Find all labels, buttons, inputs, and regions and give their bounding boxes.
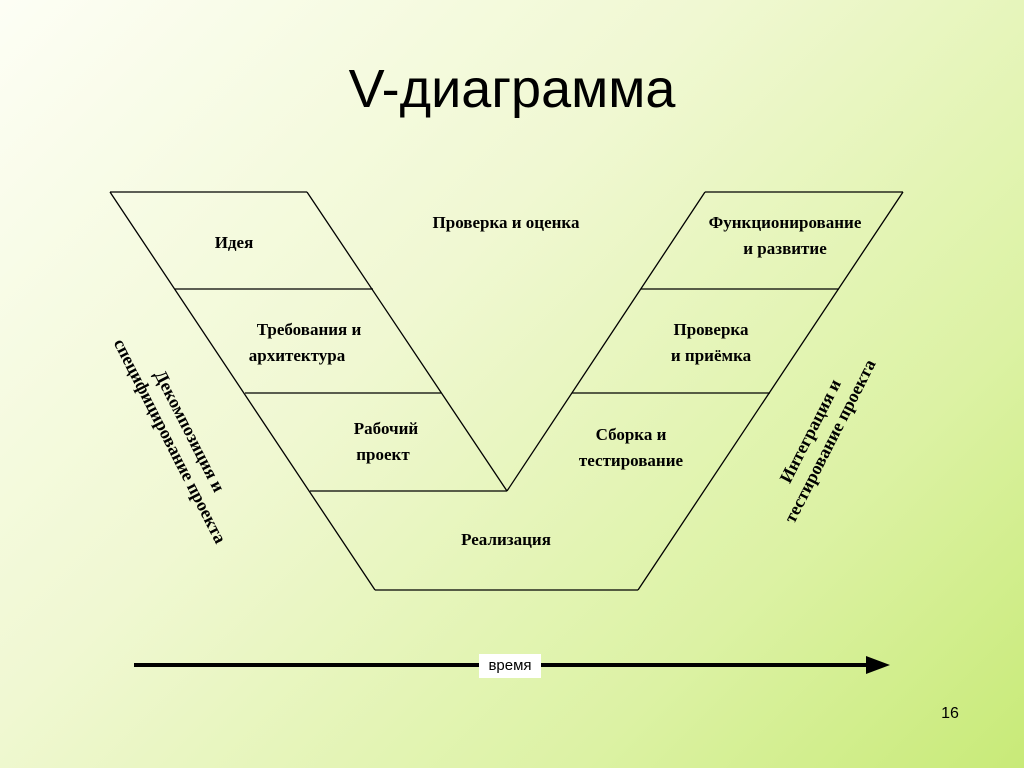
slide-title: V-диаграмма xyxy=(348,59,676,119)
stage-acceptance-line1: Проверка xyxy=(673,320,749,339)
stage-operation: Функционирование и развитие xyxy=(680,210,890,262)
center-label-text: Проверка и оценка xyxy=(432,213,580,232)
stage-requirements-line2: архитектура xyxy=(248,346,346,365)
stage-idea: Идея xyxy=(184,230,284,256)
stage-operation-line2: и развитие xyxy=(743,239,827,258)
stage-implementation-label: Реализация xyxy=(461,530,551,549)
stage-working-project: Рабочий проект xyxy=(326,416,446,468)
left-branch-inner-edge xyxy=(306,191,508,492)
page-number: 16 xyxy=(941,705,959,722)
right-branch-inner-edge xyxy=(506,191,706,492)
stage-assembly-line1: Сборка и xyxy=(595,425,667,444)
stage-operation-line1: Функционирование xyxy=(708,213,862,232)
stage-working-project-line1: Рабочий xyxy=(353,419,419,438)
stage-assembly-line2: тестирование xyxy=(578,451,684,470)
stage-acceptance-line2: и приёмка xyxy=(670,346,752,365)
stage-acceptance: Проверка и приёмка xyxy=(646,317,776,369)
stage-implementation: Реализация xyxy=(436,527,576,553)
stage-requirements-line1: Требования и xyxy=(256,320,362,339)
stage-assembly: Сборка и тестирование xyxy=(556,422,706,474)
center-label: Проверка и оценка xyxy=(396,210,616,236)
timeline-label: время xyxy=(479,654,541,678)
timeline-arrowhead-icon xyxy=(866,656,890,674)
right-branch-outer-edge xyxy=(637,191,904,591)
stage-idea-line1: Идея xyxy=(214,233,254,252)
stage-requirements: Требования и архитектура xyxy=(234,317,384,369)
stage-working-project-line2: проект xyxy=(356,445,410,464)
left-branch-outer-edge xyxy=(109,191,376,591)
